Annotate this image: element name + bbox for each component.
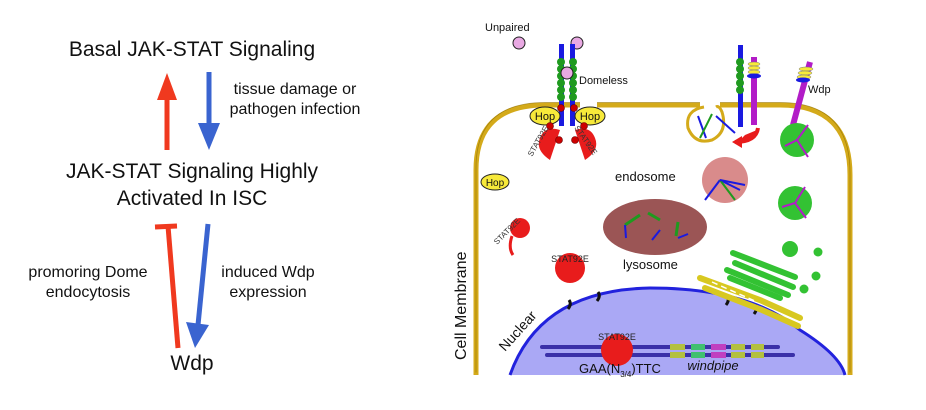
edge-label-tissue-damage: tissue damage or pathogen infection xyxy=(215,80,375,120)
edge-label-wdp-expression: induced Wdp expression xyxy=(208,263,328,303)
secretory-vesicle xyxy=(813,247,823,257)
pathway-arrows xyxy=(154,72,220,349)
edge-label-line: endocytosis xyxy=(45,284,131,301)
edge-label-line: pathogen infection xyxy=(229,101,361,118)
nucleus: STAT92E GAA(N3/4)TTC windpipe Nuclear xyxy=(495,286,847,379)
dome-wdp-receptor xyxy=(736,45,761,127)
nuclear-pore xyxy=(566,299,572,310)
lysosome xyxy=(603,199,707,255)
secretory-vesicle xyxy=(811,271,821,281)
wdp-receptor xyxy=(790,61,814,126)
lysosome-label: lysosome xyxy=(623,257,678,272)
endocytic-vesicle xyxy=(686,105,736,143)
stat92e-dimer: STAT92E xyxy=(551,253,589,283)
blue-induction-arrow xyxy=(186,223,211,348)
motif-label: GAA(N3/4)TTC xyxy=(579,361,661,379)
node-basal-signaling: Basal JAK-STAT Signaling xyxy=(68,38,316,61)
edge-label-line: expression xyxy=(229,284,307,301)
node-line: Activated In ISC xyxy=(116,187,268,210)
endosome xyxy=(702,157,748,203)
edge-label-dome-endocytosis: promoring Dome endocytosis xyxy=(18,263,158,303)
domeless-receptor xyxy=(557,44,577,126)
hop-stat-complex: Hop Hop STAT92E STAT92E xyxy=(526,104,606,160)
edge-label-line: tissue damage or xyxy=(233,81,357,98)
svg-text:STAT92E: STAT92E xyxy=(598,332,636,342)
cell-membrane-label: Cell Membrane xyxy=(453,251,470,360)
endosome-label: endosome xyxy=(615,169,676,184)
stat92e-dna-bound: STAT92E xyxy=(598,332,636,366)
secretory-vesicle xyxy=(782,241,798,257)
svg-text:Hop: Hop xyxy=(580,111,600,123)
red-up-arrow xyxy=(157,73,177,150)
hop-label: Hop xyxy=(486,178,505,189)
node-wdp: Wdp xyxy=(170,352,214,375)
node-highly-activated: JAK-STAT Signaling Highly Activated In I… xyxy=(22,158,362,212)
wdp-vesicle xyxy=(778,186,812,220)
hop-free xyxy=(480,173,510,191)
red-inhibition-arrow xyxy=(154,223,181,349)
wdp-label: Wdp xyxy=(808,84,831,96)
endoplasmic-reticulum xyxy=(697,275,803,329)
edge-label-line: promoring Dome xyxy=(28,264,148,281)
internalization-arrow xyxy=(738,130,757,146)
wdp-vesicle xyxy=(780,123,814,158)
svg-text:STAT92E: STAT92E xyxy=(551,254,589,264)
nuclear-pore xyxy=(595,291,601,302)
gene-label-windpipe: windpipe xyxy=(687,358,738,373)
unpaired-label: Unpaired xyxy=(485,22,530,34)
unpaired-ligand xyxy=(512,36,526,50)
blue-down-arrow xyxy=(198,72,220,150)
domeless-label: Domeless xyxy=(579,75,628,87)
secretory-vesicle xyxy=(799,284,809,294)
edge-label-line: induced Wdp xyxy=(221,264,315,281)
svg-text:Hop: Hop xyxy=(535,111,555,123)
node-line: JAK-STAT Signaling Highly xyxy=(65,160,319,183)
stat92e-free: STAT92E xyxy=(492,216,530,256)
golgi-apparatus xyxy=(724,250,798,301)
